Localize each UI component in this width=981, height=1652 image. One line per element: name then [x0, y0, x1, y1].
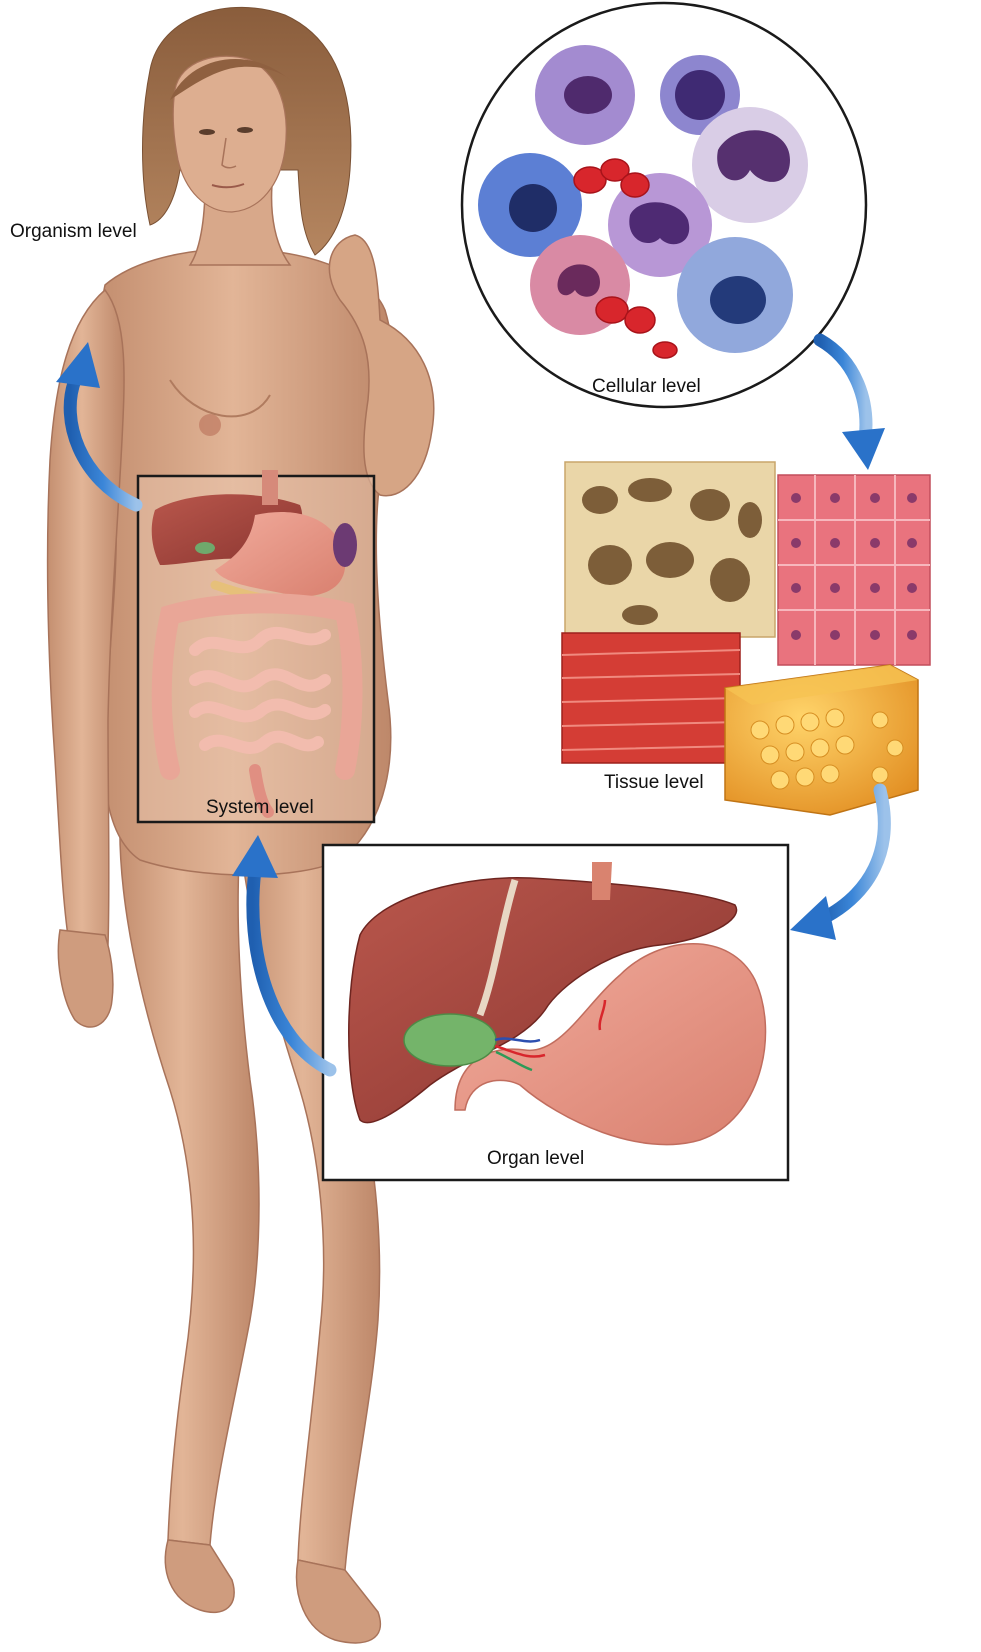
- system-esophagus: [262, 470, 278, 505]
- left-hand: [58, 930, 113, 1027]
- organ-level-panel: [323, 845, 788, 1180]
- system-spleen: [333, 523, 357, 567]
- cellular-level-label: Cellular level: [592, 376, 701, 398]
- eye-left: [199, 129, 215, 135]
- system-level-label: System level: [206, 797, 314, 819]
- eye-right: [237, 127, 253, 133]
- left-foot: [165, 1540, 234, 1612]
- arrow-head: [790, 896, 836, 940]
- cell-nucleus: [509, 184, 557, 232]
- system-level-panel: [138, 470, 374, 822]
- tissue-level-panel: [562, 462, 930, 815]
- system-gallbladder: [195, 542, 215, 554]
- organ-gallbladder: [404, 1014, 496, 1066]
- human-figure: [48, 7, 434, 1643]
- organ-level-label: Organ level: [487, 1148, 584, 1170]
- cell-nucleus: [710, 276, 766, 324]
- organism-level-label: Organism level: [10, 221, 137, 243]
- organ-esophagus: [592, 862, 612, 900]
- arrow-cellular-to-tissue: [820, 340, 866, 440]
- cell-nucleus: [675, 70, 725, 120]
- arrow-head: [842, 428, 885, 470]
- right-foot: [297, 1560, 381, 1643]
- cellular-level-panel: [462, 3, 866, 407]
- tissue-level-label: Tissue level: [604, 772, 704, 794]
- nipple: [199, 414, 221, 436]
- cell-nucleus: [564, 76, 612, 114]
- left-leg: [120, 820, 259, 1545]
